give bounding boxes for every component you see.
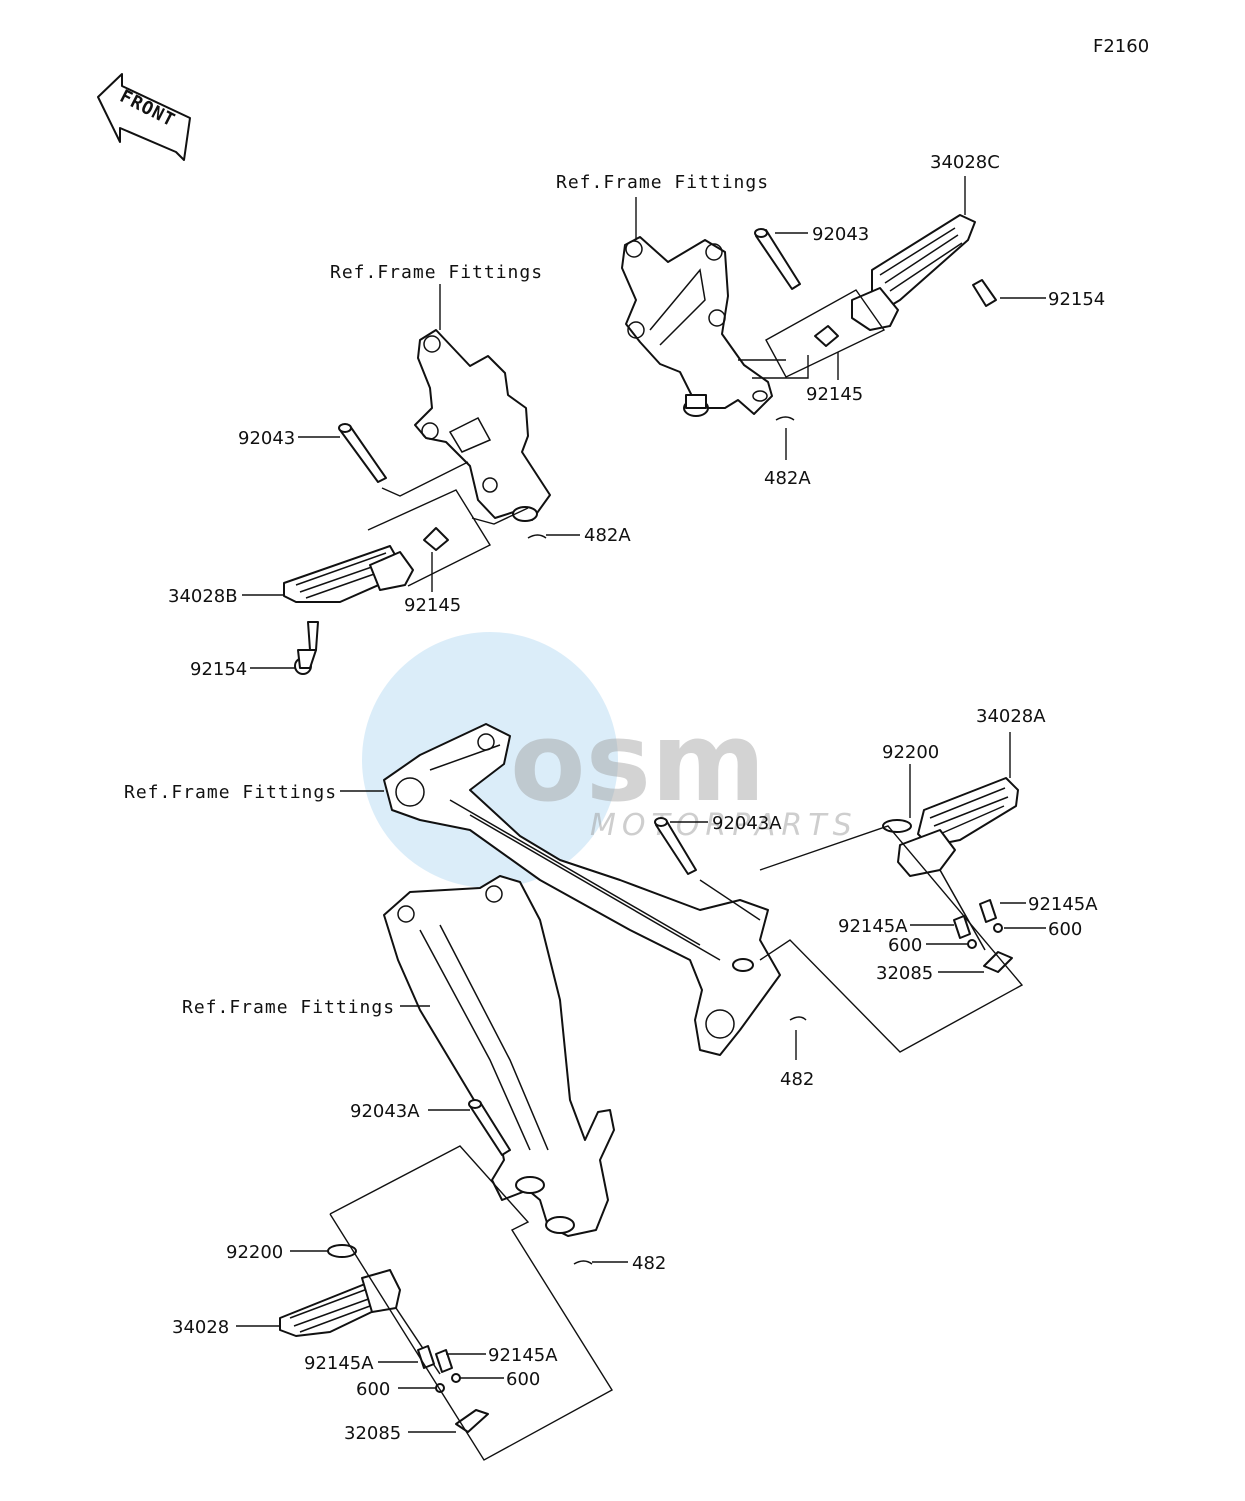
label-92145-top-right: 92145 xyxy=(806,384,863,405)
label-92043A-mid: 92043A xyxy=(712,813,782,834)
lower-stay xyxy=(383,875,615,1237)
pin-92043-top-right xyxy=(754,228,801,290)
label-600-left-2: 600 xyxy=(506,1369,540,1390)
label-92200-left: 92200 xyxy=(226,1242,283,1263)
label-92145A-right-2: 92145A xyxy=(838,916,908,937)
label-600-right-1: 600 xyxy=(888,935,922,956)
middle-stay xyxy=(383,723,781,1056)
clip-482A-top-left xyxy=(527,534,547,539)
spring-92145A-left xyxy=(417,1345,453,1373)
plate-32085-right xyxy=(983,951,1013,973)
label-92154-top-right: 92154 xyxy=(1048,289,1105,310)
washer-92200-left xyxy=(327,1244,357,1258)
watermark-sub: MOTORPARTS xyxy=(590,808,858,843)
footpeg-34028C xyxy=(851,214,997,331)
label-600-left-1: 600 xyxy=(356,1379,390,1400)
label-482-low: 482 xyxy=(632,1253,666,1274)
spring-92145-top-right xyxy=(814,325,839,347)
label-92145A-right-1: 92145A xyxy=(1028,894,1098,915)
label-92200-right: 92200 xyxy=(882,742,939,763)
footpeg-34028A xyxy=(897,777,1019,951)
label-ref-frame-fittings-top-right: Ref.Frame Fittings xyxy=(556,172,769,193)
clip-482-mid xyxy=(789,1016,807,1021)
label-482A-top-right: 482A xyxy=(764,468,811,489)
label-ref-frame-fittings-lower: Ref.Frame Fittings xyxy=(182,997,395,1018)
label-32085-left: 32085 xyxy=(344,1423,401,1444)
label-92043-top-right: 92043 xyxy=(812,224,869,245)
watermark-brand: osm xyxy=(510,698,766,826)
label-92145A-left-1: 92145A xyxy=(304,1353,374,1374)
pin-92043A-low xyxy=(468,1099,511,1156)
label-92145A-left-2: 92145A xyxy=(488,1345,558,1366)
label-92154-top-left: 92154 xyxy=(190,659,247,680)
label-600-right-2: 600 xyxy=(1048,919,1082,940)
diagram-code: F2160 xyxy=(1093,36,1149,57)
clip-482A-top-right xyxy=(775,416,795,421)
bolt-92154-top-left xyxy=(294,621,319,675)
label-34028B: 34028B xyxy=(168,586,238,607)
pin-92043-top-left xyxy=(338,423,387,483)
label-34028A: 34028A xyxy=(976,706,1046,727)
label-92043-top-left: 92043 xyxy=(238,428,295,449)
footpeg-34028B xyxy=(283,545,414,603)
label-92043A-low: 92043A xyxy=(350,1101,420,1122)
plate-32085-left xyxy=(455,1409,489,1433)
spring-92145A-right xyxy=(953,899,997,939)
label-32085-right: 32085 xyxy=(876,963,933,984)
label-482-mid: 482 xyxy=(780,1069,814,1090)
label-92145-top-left: 92145 xyxy=(404,595,461,616)
spring-92145-top-left xyxy=(423,527,449,551)
top-left-bracket xyxy=(414,329,551,522)
ball-600-right xyxy=(967,923,1003,949)
label-34028C: 34028C xyxy=(930,152,1000,173)
label-34028: 34028 xyxy=(172,1317,229,1338)
front-arrow-icon: FRONT xyxy=(97,73,191,161)
pin-92043A-mid xyxy=(654,817,697,875)
label-ref-frame-fittings-mid: Ref.Frame Fittings xyxy=(124,782,337,803)
label-482A-top-left: 482A xyxy=(584,525,631,546)
clip-482-low xyxy=(573,1260,593,1265)
label-ref-frame-fittings-top-left: Ref.Frame Fittings xyxy=(330,262,543,283)
top-right-bracket xyxy=(621,236,773,417)
